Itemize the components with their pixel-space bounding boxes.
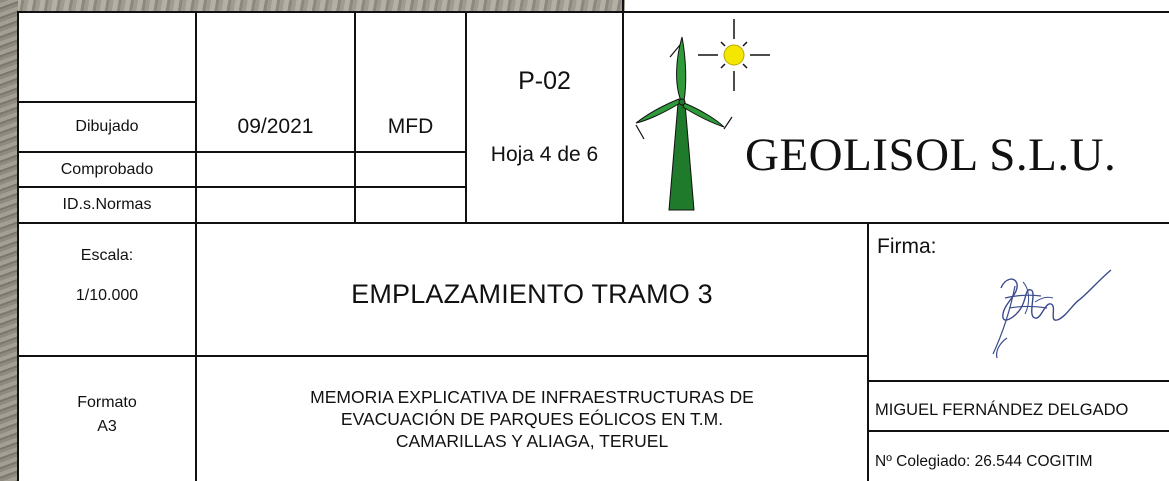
row-label-comprobado: Comprobado [60,160,154,178]
initials-comprobado [356,153,465,186]
scale-label: Escala: [80,247,134,264]
row-label-dibujado: Dibujado [75,118,139,135]
row-label-normas: ID.s.Normas [62,196,152,213]
signature-icon [992,269,1112,359]
initials-normas [356,188,465,222]
sheet-number: Hoja 4 de 6 [490,142,599,166]
format-label: Formato [77,394,137,411]
wind-turbine-sun-logo-icon [635,19,770,211]
initials-dibujado: MFD [387,114,434,138]
registration-number: Nº Colegiado: 26.544 COGITIM [875,453,1093,471]
plan-code: P-02 [518,67,571,96]
company-name: GEOLISOL S.L.U. [745,128,1117,181]
aerial-photo-strip-left [0,0,18,481]
description-line: EVACUACIÓN DE PARQUES EÓLICOS EN T.M. [340,409,724,430]
description-line: CAMARILLAS Y ALIAGA, TERUEL [395,430,669,451]
description-line: MEMORIA EXPLICATIVA DE INFRAESTRUCTURAS … [310,387,754,408]
date-normas [197,188,354,222]
engineer-name: MIGUEL FERNÁNDEZ DELGADO [875,400,1129,419]
firma-label: Firma: [877,234,937,258]
date-comprobado [197,153,354,186]
plan-title: EMPLAZAMIENTO TRAMO 3 [351,279,713,310]
scale-value: 1/10.000 [75,287,139,304]
format-value: A3 [97,418,117,435]
project-description: MEMORIA EXPLICATIVA DE INFRAESTRUCTURAS … [197,370,867,470]
date-dibujado: 09/2021 [237,114,314,138]
aerial-photo-strip-top [0,0,625,12]
